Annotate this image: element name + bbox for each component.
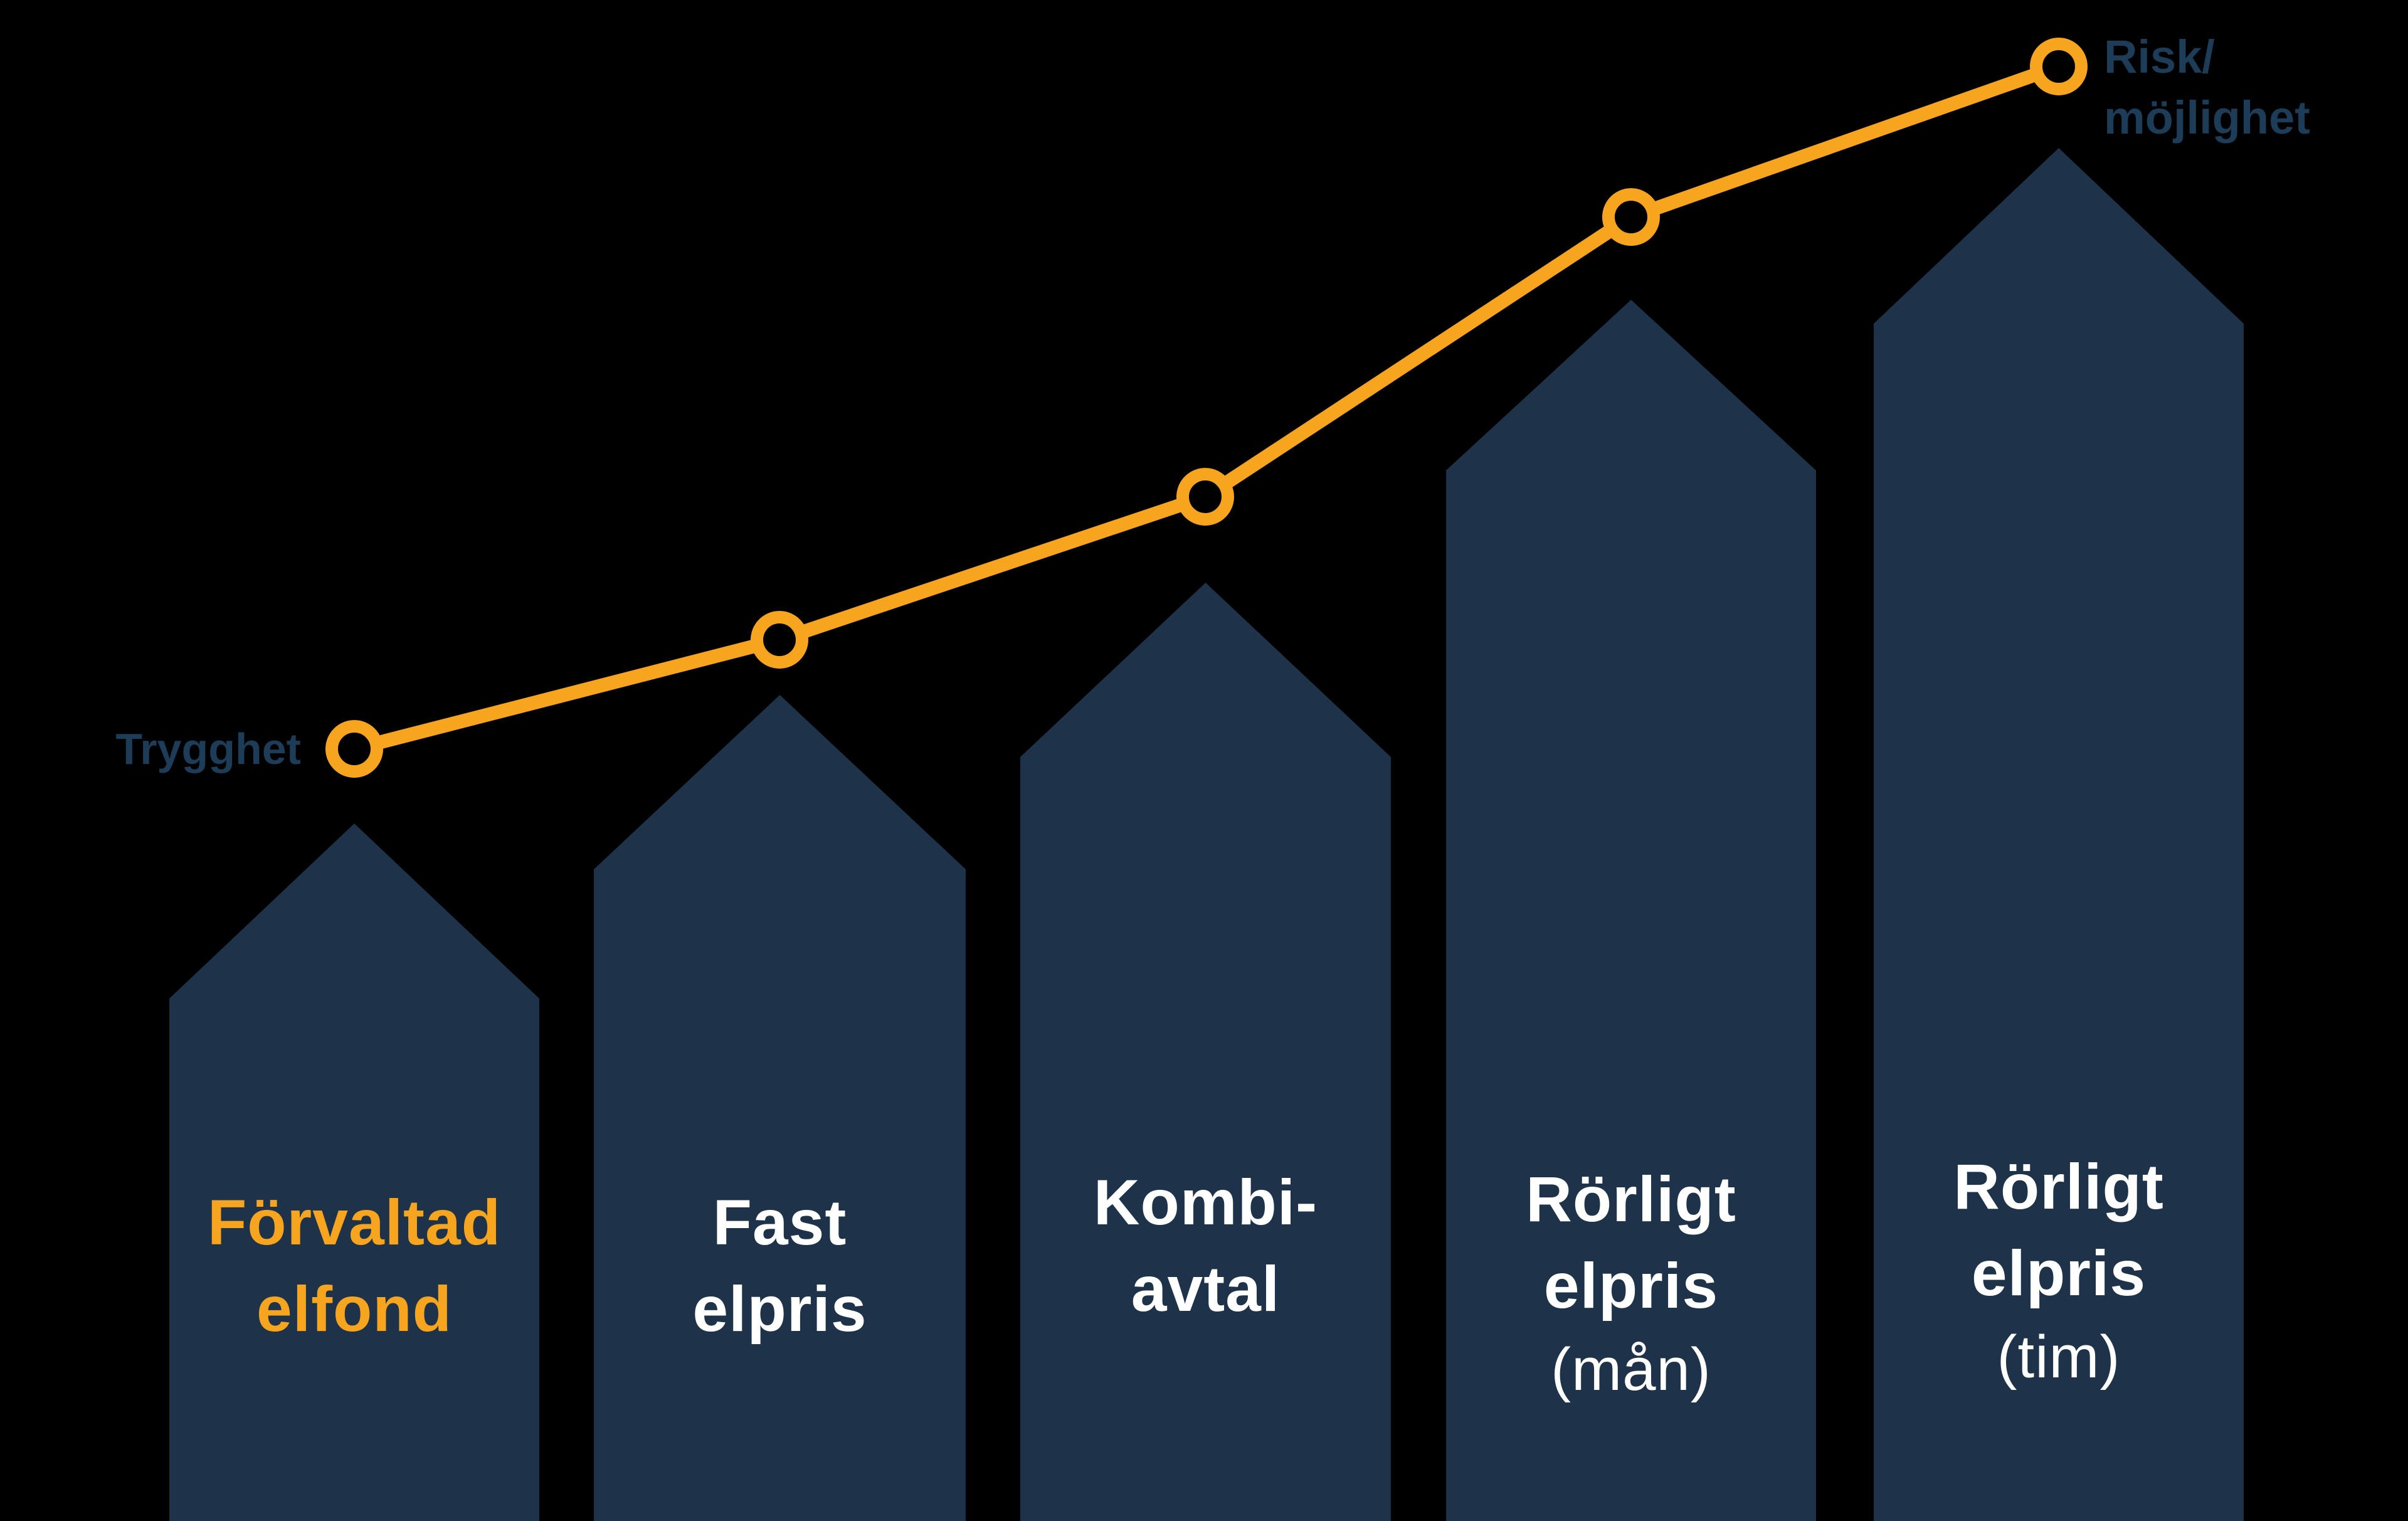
bar-label-1-line-2: elfond — [256, 1273, 452, 1345]
bar-label-4-line-2: elpris — [1543, 1250, 1719, 1322]
bar-label-2-line-2: elpris — [692, 1273, 867, 1345]
bar-label-2: Fast elpris — [595, 1179, 965, 1352]
risk-line-marker-5 — [2030, 38, 2088, 95]
bar-shape-3 — [1020, 583, 1391, 1521]
bar-label-5-sub: (tim) — [1997, 1323, 2121, 1391]
risk-mojlighet-label: Risk/ möjlighet — [2104, 26, 2310, 148]
risk-label-line1: Risk/ — [2104, 31, 2215, 83]
risk-line-marker-3 — [1176, 468, 1234, 526]
bar-shape-1 — [169, 824, 539, 1521]
risk-line-marker-2 — [751, 611, 808, 669]
bar-label-3-line-2: avtal — [1131, 1253, 1281, 1325]
bar-shape-4 — [1446, 300, 1816, 1521]
risk-label-line2: möjlighet — [2104, 92, 2310, 144]
bar-shape-5 — [1874, 148, 2244, 1521]
bar-label-1-line-1: Förvaltad — [207, 1187, 502, 1258]
bar-label-4: Rörligt elpris (mån) — [1446, 1156, 1816, 1411]
bar-label-1: Förvaltad elfond — [169, 1179, 539, 1352]
bar-label-5-line-2: elpris — [1971, 1237, 2147, 1309]
bar-label-5-line-1: Rörligt — [1953, 1151, 2164, 1222]
risk-line-marker-4 — [1602, 188, 1660, 246]
bar-shape-2 — [594, 695, 966, 1521]
bar-label-4-line-1: Rörligt — [1526, 1163, 1736, 1235]
bar-label-4-sub: (mån) — [1551, 1336, 1711, 1403]
bar-label-2-line-1: Fast — [712, 1187, 847, 1258]
bar-label-3: Kombi-avtal — [1021, 1159, 1391, 1332]
bar-label-3-line-1: Kombi- — [1093, 1167, 1318, 1238]
trygghet-label: Trygghet — [115, 724, 301, 773]
bar-label-5: Rörligt elpris (tim) — [1874, 1143, 2244, 1398]
risk-line-marker-1 — [325, 720, 383, 778]
